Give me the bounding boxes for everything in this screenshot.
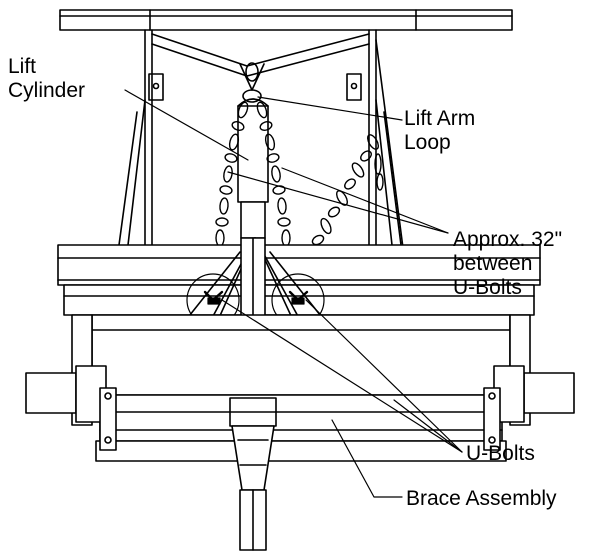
hitch-drawbar (230, 398, 276, 550)
left-pin-hole (154, 84, 159, 89)
approx-distance-label-line1: Approx. 32" (453, 228, 563, 251)
side-braces (119, 40, 403, 248)
brace-assembly-label: Brace Assembly (406, 487, 557, 510)
leader-ubolts-3 (394, 400, 462, 452)
lift-cylinder-label-line2: Cylinder (8, 79, 86, 102)
leader-lift-cylinder (125, 90, 248, 160)
lift-cylinder (238, 99, 268, 238)
u-bolts-label: U-Bolts (466, 442, 535, 465)
top-frame (60, 10, 512, 30)
right-axle (484, 366, 574, 450)
leader-lines (125, 90, 462, 497)
right-chain (292, 133, 383, 291)
leader-ubolts-2 (306, 300, 462, 452)
approx-distance-label-line2: between (453, 252, 533, 275)
leader-approx-2 (282, 168, 448, 233)
lift-arm-loop-label: Lift Arm Loop (404, 107, 475, 155)
left-axle (26, 366, 116, 450)
leader-brace-assembly (332, 420, 402, 497)
lift-arm-loop-label-line1: Lift Arm (404, 107, 476, 130)
lift-arm-loop-label-line2: Loop (404, 131, 451, 154)
leader-lift-arm-loop (258, 97, 402, 120)
lower-frame (72, 315, 530, 461)
approx-distance-label-line3: U-Bolts (453, 276, 522, 299)
lift-cylinder-label: Lift Cylinder (8, 55, 85, 103)
right-pin-hole (352, 84, 357, 89)
lift-arm-loop (240, 63, 264, 102)
leader-ubolts-1 (222, 300, 462, 452)
leader-approx-1 (228, 172, 448, 233)
lift-cylinder-label-line1: Lift (8, 55, 37, 78)
approx-distance-label: Approx. 32" between U-Bolts (453, 228, 562, 300)
upper-mast (145, 30, 376, 245)
